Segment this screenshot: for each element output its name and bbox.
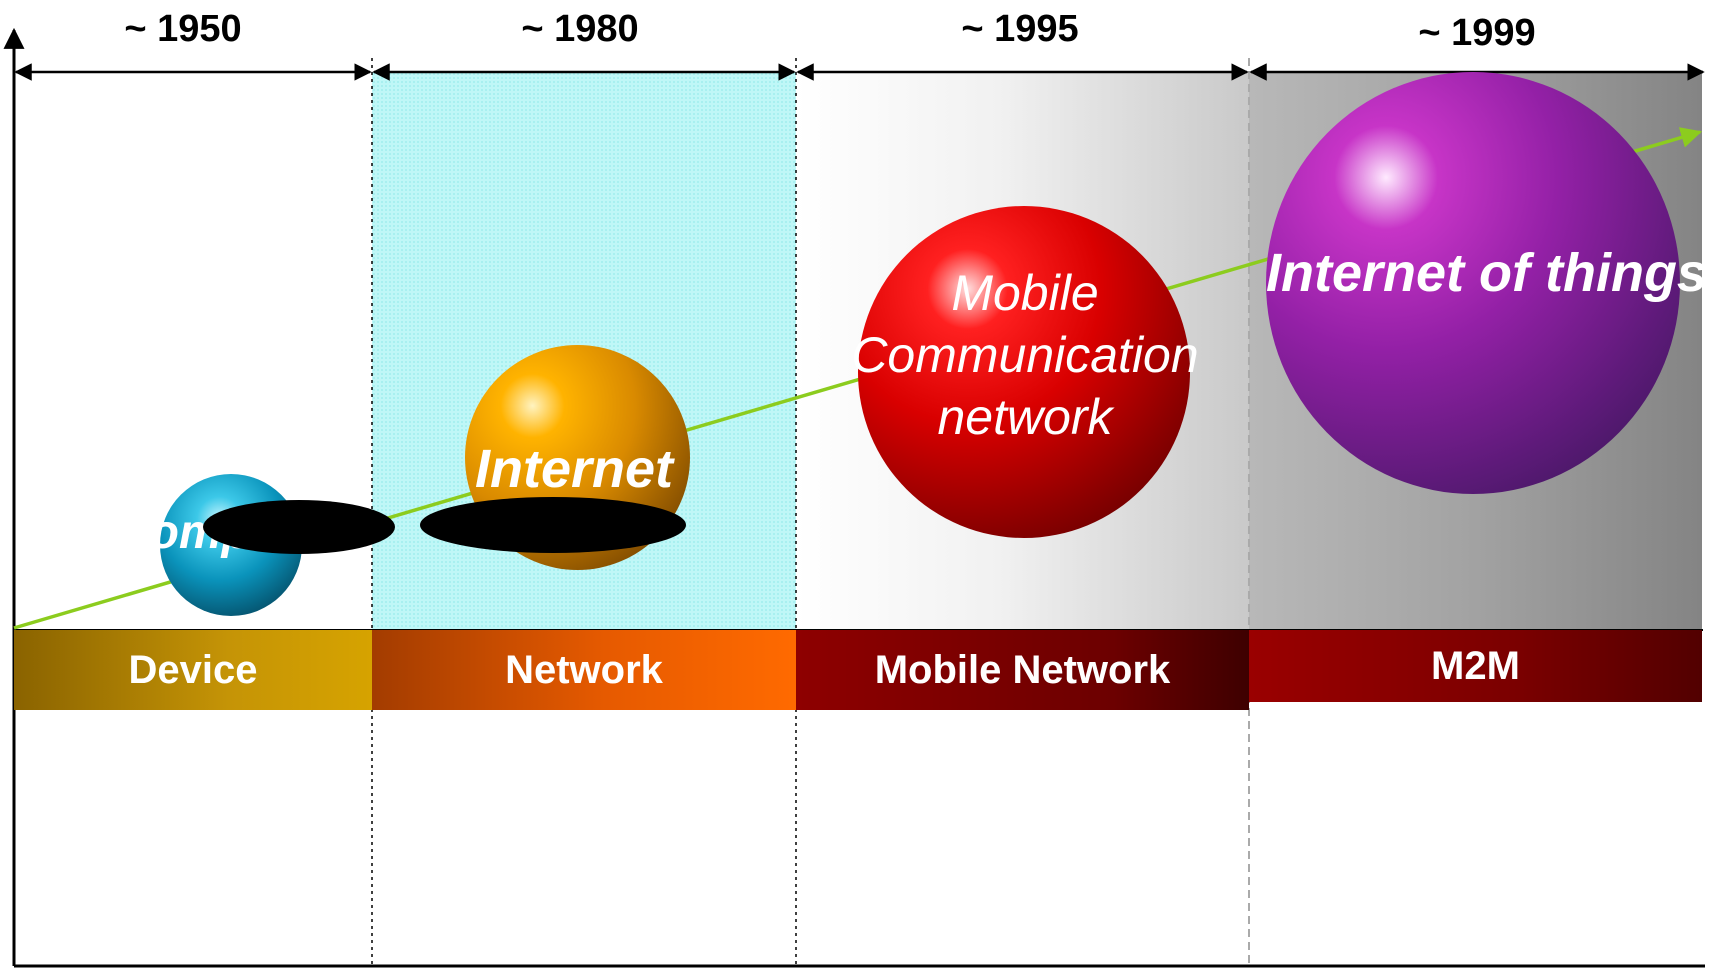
mobile-label-line-3: network [937, 389, 1113, 445]
mobile-label-line-1: Mobile [951, 265, 1099, 321]
black-oval-2 [420, 497, 686, 553]
iot-sphere-label: Internet of things [1266, 243, 1707, 303]
band-device: Device [14, 630, 372, 710]
band-network-label: Network [505, 647, 663, 692]
band-m2m-label: M2M [1431, 643, 1520, 688]
iot-sphere [1266, 72, 1680, 494]
band-mobile-network: Mobile Network [796, 630, 1249, 710]
year-label-1999: ~ 1999 [1418, 12, 1536, 54]
year-label-1980: ~ 1980 [521, 8, 639, 50]
band-m2m: M2M [1249, 630, 1702, 702]
mobile-label-line-2: Communication [851, 327, 1199, 383]
year-label-1995: ~ 1995 [961, 8, 1079, 50]
mobile-sphere-label: Mobile Communication network [830, 262, 1220, 448]
year-label-1950: ~ 1950 [124, 8, 242, 50]
internet-sphere-label: Internet [475, 439, 674, 499]
band-mobile-label: Mobile Network [874, 647, 1171, 692]
black-oval-1 [203, 500, 395, 554]
band-device-label: Device [128, 647, 258, 692]
mobile-sphere [858, 206, 1190, 538]
band-network: Network [372, 630, 796, 710]
